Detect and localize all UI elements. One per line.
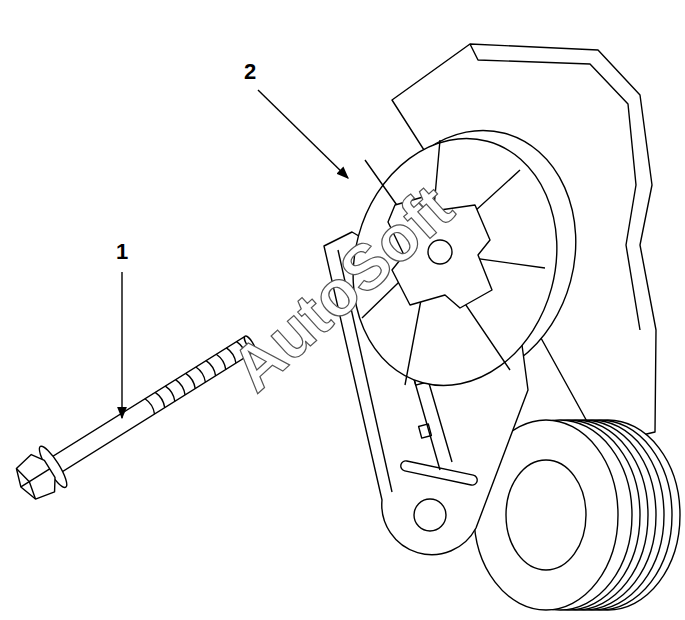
leader-arrow <box>258 90 348 178</box>
arm-hole <box>414 499 446 531</box>
arm-slot <box>400 460 478 486</box>
callout-number: 2 <box>244 61 256 83</box>
watermark: AutoSoft <box>220 174 464 402</box>
callout-number: 1 <box>116 241 128 263</box>
leader-arrow <box>121 272 122 418</box>
